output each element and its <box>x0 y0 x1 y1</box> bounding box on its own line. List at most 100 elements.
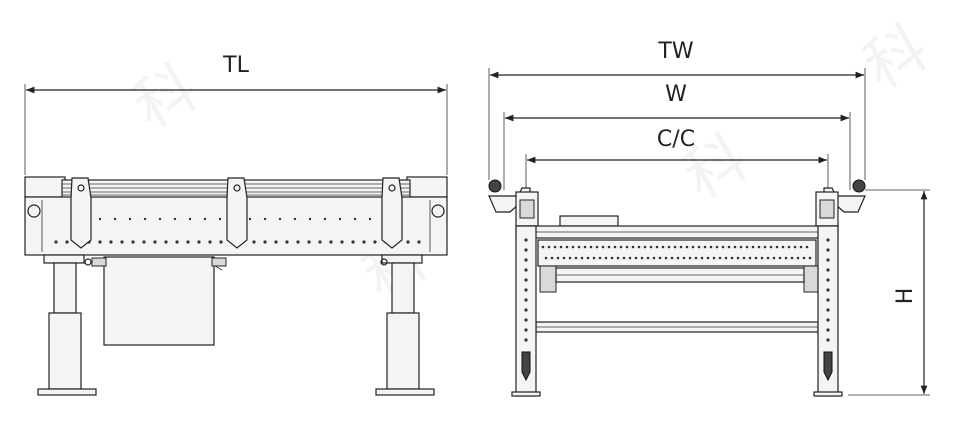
hole <box>736 256 740 260</box>
hole <box>601 245 605 249</box>
hole <box>219 240 223 244</box>
hole <box>826 278 830 282</box>
hole <box>263 240 267 244</box>
hole <box>203 217 207 221</box>
hole <box>158 217 162 221</box>
hole <box>524 268 528 272</box>
hole <box>685 245 689 249</box>
hole <box>826 248 830 252</box>
hole <box>745 245 749 249</box>
hole <box>676 256 680 260</box>
hole <box>766 256 770 260</box>
hole <box>589 245 593 249</box>
dimension-h: H <box>848 189 930 396</box>
hole <box>173 217 177 221</box>
hole <box>622 256 626 260</box>
hole <box>667 245 671 249</box>
hole <box>544 256 548 260</box>
hole <box>120 240 124 244</box>
hole <box>98 217 102 221</box>
guide-bracket-right <box>815 179 866 227</box>
hole <box>153 240 157 244</box>
guide-bracket-left <box>488 179 539 227</box>
dimension-tw: TW <box>488 39 866 180</box>
hole <box>697 245 701 249</box>
end-cap-left <box>24 176 66 198</box>
leg-left <box>37 254 97 396</box>
hole <box>562 256 566 260</box>
hole <box>658 256 662 260</box>
end-roller-right <box>431 204 445 218</box>
hole <box>524 278 528 282</box>
hole <box>760 256 764 260</box>
hole <box>598 256 602 260</box>
hole <box>688 256 692 260</box>
hole <box>568 256 572 260</box>
leg-right <box>375 254 435 396</box>
hole <box>524 258 528 262</box>
hole <box>826 298 830 302</box>
hole <box>208 240 212 244</box>
hole <box>826 268 830 272</box>
hole <box>592 256 596 260</box>
hole <box>524 318 528 322</box>
hole <box>524 238 528 242</box>
end-leg-left <box>511 225 541 397</box>
hole <box>128 217 132 221</box>
hole <box>625 245 629 249</box>
hole <box>643 245 647 249</box>
hole <box>113 217 117 221</box>
hole <box>547 245 551 249</box>
hole <box>751 245 755 249</box>
hole <box>143 217 147 221</box>
hole <box>351 240 355 244</box>
hole <box>799 245 803 249</box>
hole <box>524 248 528 252</box>
hole <box>778 256 782 260</box>
hole <box>252 240 256 244</box>
hole <box>715 245 719 249</box>
hole <box>787 245 791 249</box>
hole <box>274 240 278 244</box>
hole <box>634 256 638 260</box>
hole <box>826 238 830 242</box>
hole <box>826 338 830 342</box>
drive-unit <box>91 256 227 346</box>
svg-text:科: 科 <box>853 12 940 103</box>
hole <box>278 217 282 221</box>
hole <box>197 240 201 244</box>
label-tl: TL <box>222 53 249 78</box>
label-cc: C/C <box>657 127 695 152</box>
hole <box>610 256 614 260</box>
hole <box>739 245 743 249</box>
dimension-w: W <box>503 82 851 190</box>
hole <box>308 217 312 221</box>
end-view: TW W C/C H <box>488 39 930 397</box>
hole <box>757 245 761 249</box>
hole <box>586 256 590 260</box>
hole <box>724 256 728 260</box>
end-leg-right <box>813 225 843 397</box>
hole <box>353 217 357 221</box>
hole <box>186 240 190 244</box>
hole <box>263 217 267 221</box>
hole <box>98 240 102 244</box>
hole <box>218 217 222 221</box>
hole <box>307 240 311 244</box>
hole <box>577 245 581 249</box>
hole <box>826 328 830 332</box>
hole <box>524 288 528 292</box>
hole <box>640 256 644 260</box>
hole <box>712 256 716 260</box>
hole <box>54 240 58 244</box>
hole <box>616 256 620 260</box>
hole <box>550 256 554 260</box>
hole <box>826 288 830 292</box>
hole <box>703 245 707 249</box>
hole <box>727 245 731 249</box>
hole <box>142 240 146 244</box>
hole <box>769 245 773 249</box>
hole <box>619 245 623 249</box>
hole <box>580 256 584 260</box>
